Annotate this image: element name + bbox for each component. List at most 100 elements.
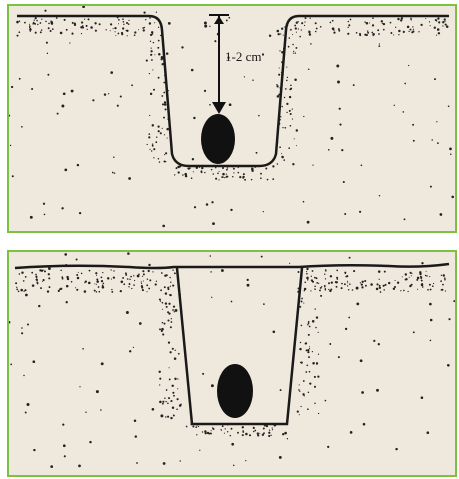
soil-dot xyxy=(314,376,316,378)
soil-dot xyxy=(152,143,153,144)
soil-dot xyxy=(329,343,331,345)
soil-dot xyxy=(38,305,40,307)
soil-dot xyxy=(395,27,396,28)
soil-dot xyxy=(298,389,300,391)
soil-dot xyxy=(122,277,124,279)
soil-dot xyxy=(262,53,264,55)
soil-dot xyxy=(295,27,297,29)
soil-dot xyxy=(442,21,444,23)
soil-dot xyxy=(45,21,47,23)
soil-dot xyxy=(338,30,340,32)
soil-dot xyxy=(86,25,88,27)
soil-dot xyxy=(94,290,96,292)
soil-dot xyxy=(290,125,292,127)
soil-dot xyxy=(160,132,162,134)
soil-dot xyxy=(176,409,178,411)
soil-dot xyxy=(136,462,138,464)
soil-dot xyxy=(373,340,375,342)
soil-dot xyxy=(174,311,175,312)
soil-dot xyxy=(339,124,341,126)
soil-dot xyxy=(444,18,446,20)
soil-dot xyxy=(256,152,258,154)
soil-dot xyxy=(325,271,326,272)
soil-dot xyxy=(47,74,49,76)
soil-dot xyxy=(21,332,23,334)
soil-dot xyxy=(85,411,86,412)
soil-dot xyxy=(226,169,228,171)
soil-dot xyxy=(432,285,434,287)
soil-dot xyxy=(111,291,113,293)
soil-dot xyxy=(379,287,381,289)
soil-dot xyxy=(95,272,97,274)
soil-dot xyxy=(221,176,223,178)
soil-dot xyxy=(397,18,399,20)
soil-dot xyxy=(114,172,115,173)
soil-dot xyxy=(421,283,423,285)
soil-dot xyxy=(370,283,373,286)
soil-dot xyxy=(438,21,440,23)
soil-dot xyxy=(318,413,319,414)
soil-dot xyxy=(324,286,325,287)
soil-dot xyxy=(47,53,48,54)
soil-dot xyxy=(300,406,301,407)
soil-dot xyxy=(419,273,421,275)
soil-dot xyxy=(48,277,50,279)
soil-dot xyxy=(123,21,125,23)
seed xyxy=(217,364,253,418)
soil-dot xyxy=(166,389,168,391)
soil-dot xyxy=(127,35,128,36)
soil-dot xyxy=(204,22,207,25)
soil-dot xyxy=(366,22,369,25)
soil-dot xyxy=(164,103,167,106)
soil-dot xyxy=(139,322,142,325)
soil-dot xyxy=(292,34,293,35)
soil-dot xyxy=(177,388,178,389)
soil-dot xyxy=(309,371,311,373)
soil-dot xyxy=(330,137,333,140)
depth-arrow-tail xyxy=(214,16,224,24)
soil-dot xyxy=(165,416,166,417)
soil-dot xyxy=(222,173,225,176)
soil-dot xyxy=(306,277,309,280)
soil-dot xyxy=(300,342,301,343)
soil-dot xyxy=(110,71,113,74)
depth-label: 1-2 cm xyxy=(225,49,261,64)
soil-dot xyxy=(308,322,310,324)
soil-dot xyxy=(348,21,350,23)
soil-dot xyxy=(158,130,160,132)
soil-dot xyxy=(186,426,188,428)
soil-dot xyxy=(309,346,310,347)
soil-dot xyxy=(269,34,271,36)
soil-dot xyxy=(52,28,54,30)
soil-dot xyxy=(164,397,165,398)
soil-dot xyxy=(177,166,180,169)
soil-dot xyxy=(268,435,270,437)
soil-dot xyxy=(161,95,163,97)
soil-dot xyxy=(372,33,375,36)
soil-dot xyxy=(131,84,133,86)
soil-dot xyxy=(161,272,163,274)
soil-dot xyxy=(440,213,443,216)
soil-dot xyxy=(333,30,334,31)
soil-dot xyxy=(191,177,193,179)
soil-dot xyxy=(71,33,73,35)
soil-dot xyxy=(10,145,11,146)
soil-dot xyxy=(148,264,150,266)
soil-dot xyxy=(101,280,103,282)
soil-dot xyxy=(170,286,171,287)
soil-dot xyxy=(422,286,424,288)
soil-dot xyxy=(331,281,333,283)
soil-dot xyxy=(152,69,153,70)
soil-dot xyxy=(410,29,412,31)
soil-dot xyxy=(50,465,53,468)
soil-dot xyxy=(214,40,216,42)
soil-dot xyxy=(296,22,298,24)
soil-dot xyxy=(381,20,383,22)
soil-dot xyxy=(412,26,413,27)
soil-dot xyxy=(44,270,46,272)
soil-dot xyxy=(158,77,160,79)
soil-dot xyxy=(297,271,299,273)
soil-dot xyxy=(209,26,210,27)
soil-dot xyxy=(394,105,395,106)
soil-dot xyxy=(362,281,364,283)
